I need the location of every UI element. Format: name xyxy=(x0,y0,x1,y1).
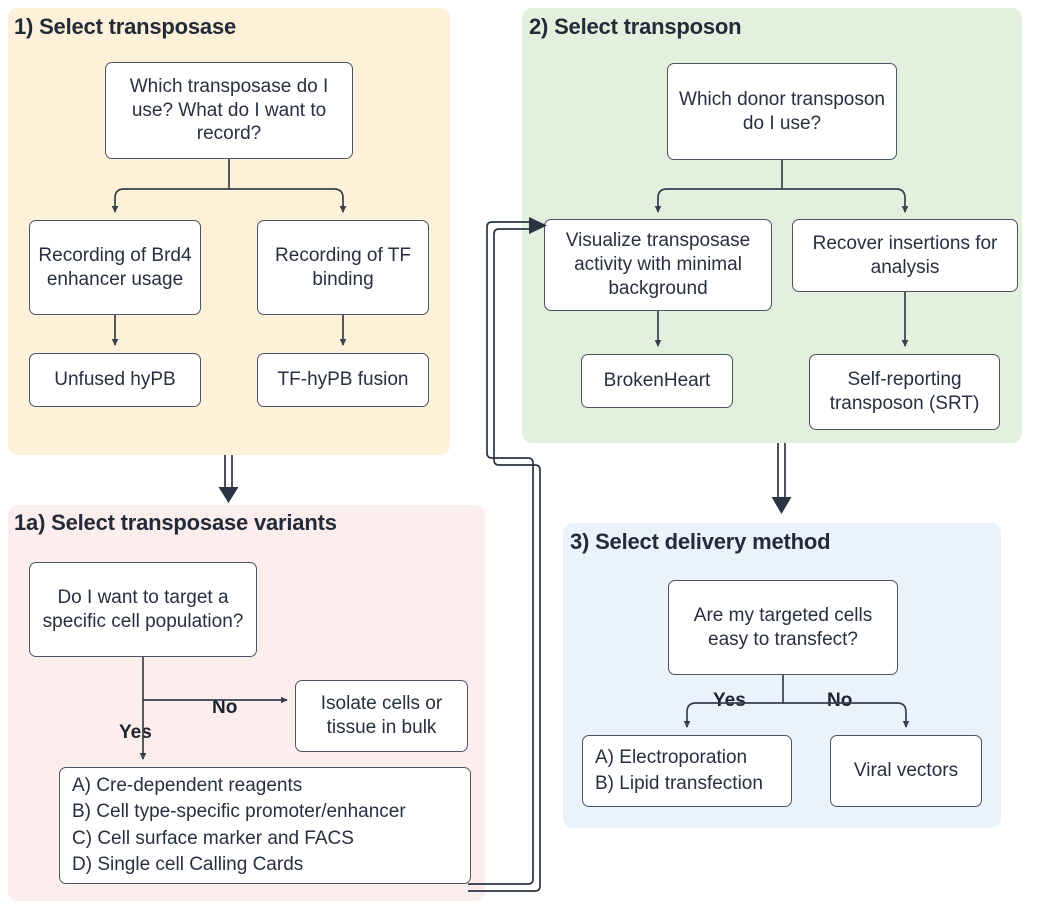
edge-panel1-to-panel1a-arrow xyxy=(218,487,239,503)
node-recording-brd4[interactable]: Recording of Brd4 enhancer usage xyxy=(29,220,201,315)
node-target-specific-population[interactable]: Do I want to target a specific cell popu… xyxy=(29,562,257,657)
panel-1-title: 1) Select transposase xyxy=(14,14,237,39)
node-tf-hypb-fusion[interactable]: TF-hyPB fusion xyxy=(257,353,429,407)
edge-label-no-delivery: No xyxy=(827,690,853,711)
panel-2-title: 2) Select transposon xyxy=(529,14,742,39)
node-isolate-bulk[interactable]: Isolate cells or tissue in bulk xyxy=(295,680,468,752)
node-which-donor-transposon-label: Which donor transposon do I use? xyxy=(679,88,885,134)
node-visualize-activity[interactable]: Visualize transposase activity with mini… xyxy=(544,219,772,311)
node-tf-hypb-fusion-label: TF-hyPB fusion xyxy=(277,369,409,391)
node-which-transposase-label: Which transposase do I use? What do I wa… xyxy=(129,75,329,145)
node-visualize-activity-label: Visualize transposase activity with mini… xyxy=(565,230,751,299)
node-delivery-options-list-label: A) Electroporation B) Lipid transfection xyxy=(595,746,763,794)
node-recording-tf-label: Recording of TF binding xyxy=(275,244,411,290)
node-easy-to-transfect[interactable]: Are my targeted cells easy to transfect? xyxy=(668,580,898,675)
node-which-donor-transposon[interactable]: Which donor transposon do I use? xyxy=(667,63,897,160)
node-recording-brd4-label: Recording of Brd4 enhancer usage xyxy=(38,244,192,290)
node-recording-tf[interactable]: Recording of TF binding xyxy=(257,220,429,315)
node-easy-to-transfect-label: Are my targeted cells easy to transfect? xyxy=(693,604,873,650)
node-target-specific-population-label: Do I want to target a specific cell popu… xyxy=(42,586,244,632)
node-unfused-hypb[interactable]: Unfused hyPB xyxy=(29,353,201,407)
node-self-reporting-transposon-label: Self-reporting transposon (SRT) xyxy=(829,369,980,414)
node-self-reporting-transposon[interactable]: Self-reporting transposon (SRT) xyxy=(809,354,1000,430)
node-which-transposase[interactable]: Which transposase do I use? What do I wa… xyxy=(105,62,353,159)
node-variant-options-list[interactable]: A) Cre-dependent reagents B) Cell type-s… xyxy=(59,767,471,884)
node-viral-vectors[interactable]: Viral vectors xyxy=(830,735,982,807)
node-unfused-hypb-label: Unfused hyPB xyxy=(54,369,176,391)
edge-label-yes-variants: Yes xyxy=(119,722,152,743)
node-variant-options-list-label: A) Cre-dependent reagents B) Cell type-s… xyxy=(72,775,406,875)
edge-label-no-variants: No xyxy=(212,697,238,718)
panel-1a-title: 1a) Select transposase variants xyxy=(14,510,337,535)
node-isolate-bulk-label: Isolate cells or tissue in bulk xyxy=(320,693,443,738)
panel-3-title: 3) Select delivery method xyxy=(570,529,831,554)
node-brokenheart[interactable]: BrokenHeart xyxy=(581,354,733,408)
node-delivery-options-list[interactable]: A) Electroporation B) Lipid transfection xyxy=(582,735,792,807)
node-viral-vectors-label: Viral vectors xyxy=(853,760,959,782)
node-brokenheart-label: BrokenHeart xyxy=(603,370,711,392)
node-recover-insertions[interactable]: Recover insertions for analysis xyxy=(792,219,1018,292)
edge-label-yes-delivery: Yes xyxy=(713,690,746,711)
edge-panel2-to-panel3-arrow xyxy=(771,497,792,514)
node-recover-insertions-label: Recover insertions for analysis xyxy=(812,232,998,278)
